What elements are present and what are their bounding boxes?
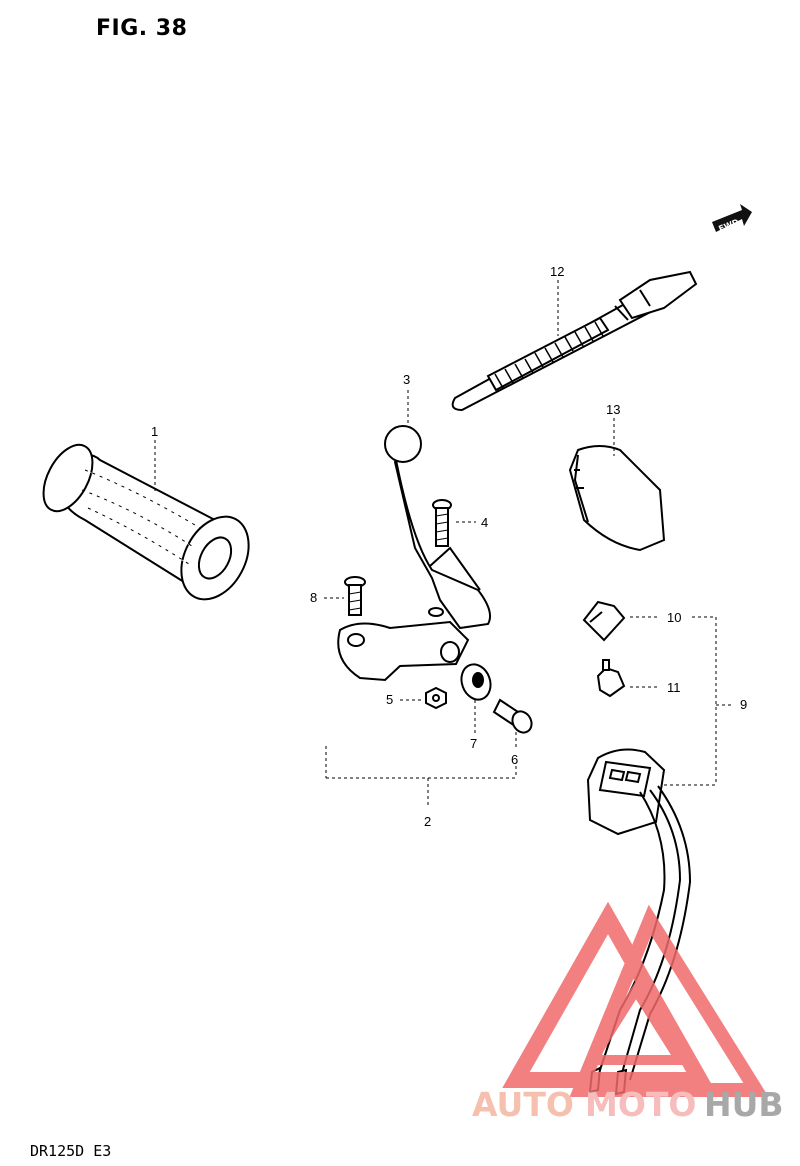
bracket-screw-part [344, 576, 366, 616]
lever-bolt-part [432, 499, 452, 547]
callout-8: 8 [310, 590, 317, 605]
figure-title: FIG. 38 [96, 16, 188, 41]
clutch-lever-part [384, 425, 491, 630]
callout-13: 13 [606, 402, 620, 417]
washer-part [460, 663, 492, 701]
pivot-bolt-part [492, 698, 533, 734]
callout-2: 2 [424, 814, 431, 829]
callout-11: 11 [667, 680, 681, 695]
callout-5: 5 [386, 692, 393, 707]
watermark-logo: AUTO MOTO HUB [472, 901, 784, 1124]
nut-part [425, 686, 447, 710]
cable-tie-part [451, 270, 698, 412]
callout-6: 6 [511, 752, 518, 767]
callout-4: 4 [481, 515, 488, 530]
callout-12: 12 [550, 264, 564, 279]
callout-10: 10 [667, 610, 681, 625]
callout-9: 9 [740, 697, 747, 712]
leader-lines [154, 280, 734, 808]
callout-3: 3 [403, 372, 410, 387]
callout-7: 7 [470, 736, 477, 751]
switch-cover-part [568, 445, 666, 552]
small-screw-part [596, 659, 626, 698]
model-code: DR125D E3 [30, 1142, 112, 1160]
watermark-moto: MOTO [585, 1085, 696, 1124]
fwd-arrow-icon: FWD [712, 204, 752, 234]
switch-knob-part [582, 600, 626, 642]
handle-grip-part [42, 443, 250, 601]
watermark-auto: AUTO [472, 1085, 574, 1124]
lever-holder-part [337, 607, 470, 682]
callout-1: 1 [151, 424, 158, 439]
watermark-hub: HUB [704, 1085, 784, 1124]
